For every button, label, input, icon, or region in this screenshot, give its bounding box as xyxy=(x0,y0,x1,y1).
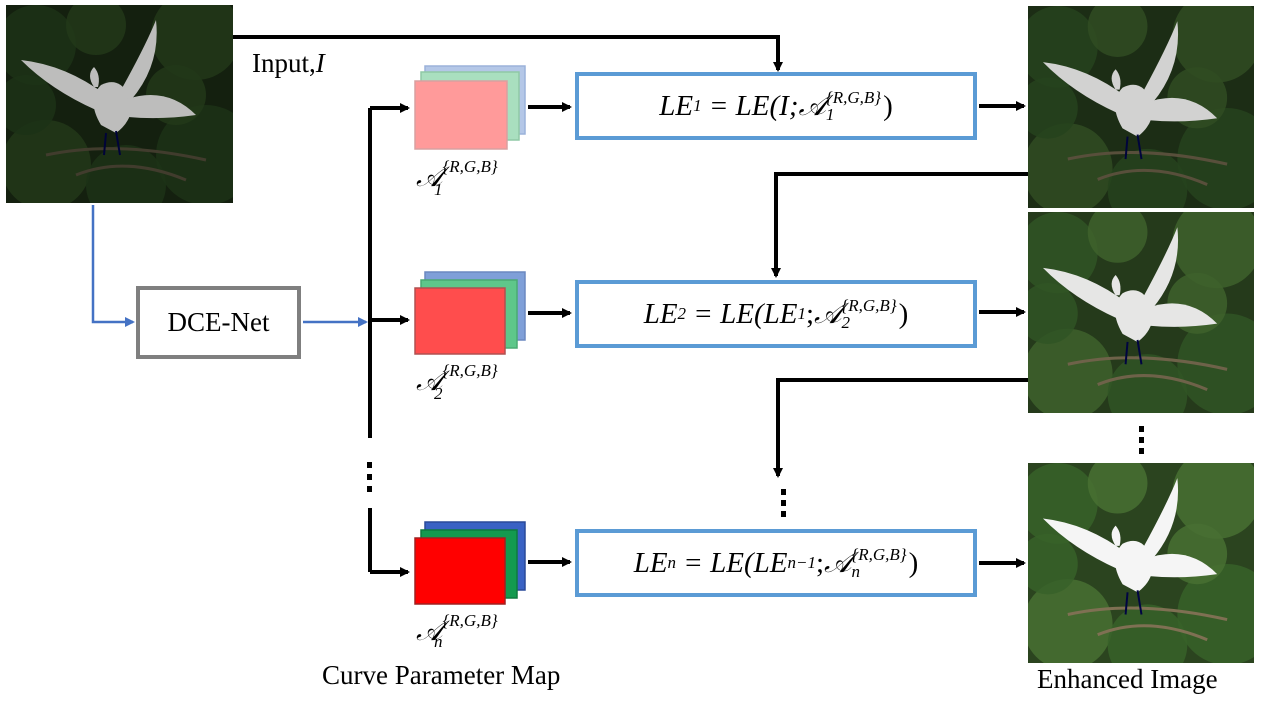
le1-lhs: LE xyxy=(659,89,694,122)
le2-lhs-sub: 2 xyxy=(677,304,687,323)
output-ellipsis xyxy=(1139,426,1144,454)
len-rhs-mid: ; xyxy=(815,546,825,579)
param-2-sub: 2 xyxy=(434,384,443,403)
param-2-layer-r xyxy=(414,287,506,355)
output2-to-len-arrow xyxy=(773,378,1028,478)
input-symbol: I xyxy=(315,48,325,78)
param-1-sup: {R,G,B} xyxy=(442,156,498,176)
le2-cal: 𝒜 xyxy=(814,297,842,330)
input-to-le1-arrow xyxy=(232,35,783,72)
dce-net-box: DCE-Net xyxy=(136,286,301,359)
param-n-sup: {R,G,B} xyxy=(442,610,498,630)
param-1-sub: 1 xyxy=(434,180,443,199)
enhanced-image-caption: Enhanced Image xyxy=(1037,664,1218,694)
len-rhs-post: ) xyxy=(908,546,919,579)
param-label-1-sub: 1 xyxy=(434,180,443,200)
le2-rhs-pre: = LE(LE xyxy=(693,297,798,330)
param-label-n-sub: n xyxy=(434,632,443,652)
output1-to-le2-arrow xyxy=(771,172,1028,278)
trunk-ellipsis xyxy=(367,462,372,492)
le2-rhs-pre-sub: 1 xyxy=(797,304,806,323)
enhanced-photo-1 xyxy=(1028,6,1254,208)
le2-lhs: LE xyxy=(643,297,678,330)
len-lhs-sub: n xyxy=(667,553,677,572)
param-label-2-sub: 2 xyxy=(434,384,443,404)
feedback-ellipsis xyxy=(781,489,786,517)
le1-lhs-sub: 1 xyxy=(693,96,702,115)
param-label-1: 𝒜{R,G,B} xyxy=(416,156,498,194)
param-n-symbol: 𝒜 xyxy=(416,614,443,647)
input-photo xyxy=(6,5,233,203)
enhanced-photo-2 xyxy=(1028,212,1254,413)
param-n-sub: n xyxy=(434,632,443,651)
input-label: Input,I xyxy=(252,48,325,79)
param-label-2: 𝒜{R,G,B} xyxy=(416,360,498,398)
len-lhs: LE xyxy=(633,546,668,579)
le1-rhs-post: ) xyxy=(883,89,893,122)
param-n-layer-r xyxy=(414,537,506,605)
curve-parameter-caption: Curve Parameter Map xyxy=(322,660,561,690)
le1-cal: 𝒜 xyxy=(798,89,826,122)
len-rhs-pre-sub: n−1 xyxy=(787,553,816,572)
enhanced-photo-n xyxy=(1028,463,1254,663)
le2-rhs-mid: ; xyxy=(805,297,815,330)
param-2-symbol: 𝒜 xyxy=(416,364,443,397)
dce-net-label: DCE-Net xyxy=(167,307,270,337)
len-cal: 𝒜 xyxy=(824,546,852,579)
param-stack-n xyxy=(414,521,526,605)
le1-cal-sub: 1 xyxy=(825,105,835,124)
param-label-n: 𝒜{R,G,B} xyxy=(416,610,498,648)
le2-cal-sub: 2 xyxy=(841,313,850,332)
len-rhs-pre: = LE(LE xyxy=(683,546,788,579)
le2-rhs-post: ) xyxy=(898,297,909,330)
param-1-layer-r xyxy=(414,80,508,150)
param-2-sup: {R,G,B} xyxy=(442,360,498,380)
param-stack-2 xyxy=(414,271,526,355)
param-1-symbol: 𝒜 xyxy=(416,160,443,193)
le1-cal-sup: {R,G,B} xyxy=(825,88,882,107)
param-stack-1 xyxy=(414,65,526,150)
input-label-text: Input, xyxy=(252,48,316,78)
len-cal-sup: {R,G,B} xyxy=(851,545,907,564)
input-to-net-arrow xyxy=(91,205,135,327)
le2-cal-sup: {R,G,B} xyxy=(841,296,897,315)
len-cal-sub: n xyxy=(851,562,860,581)
le1-rhs-pre: = LE(I; xyxy=(708,89,799,122)
